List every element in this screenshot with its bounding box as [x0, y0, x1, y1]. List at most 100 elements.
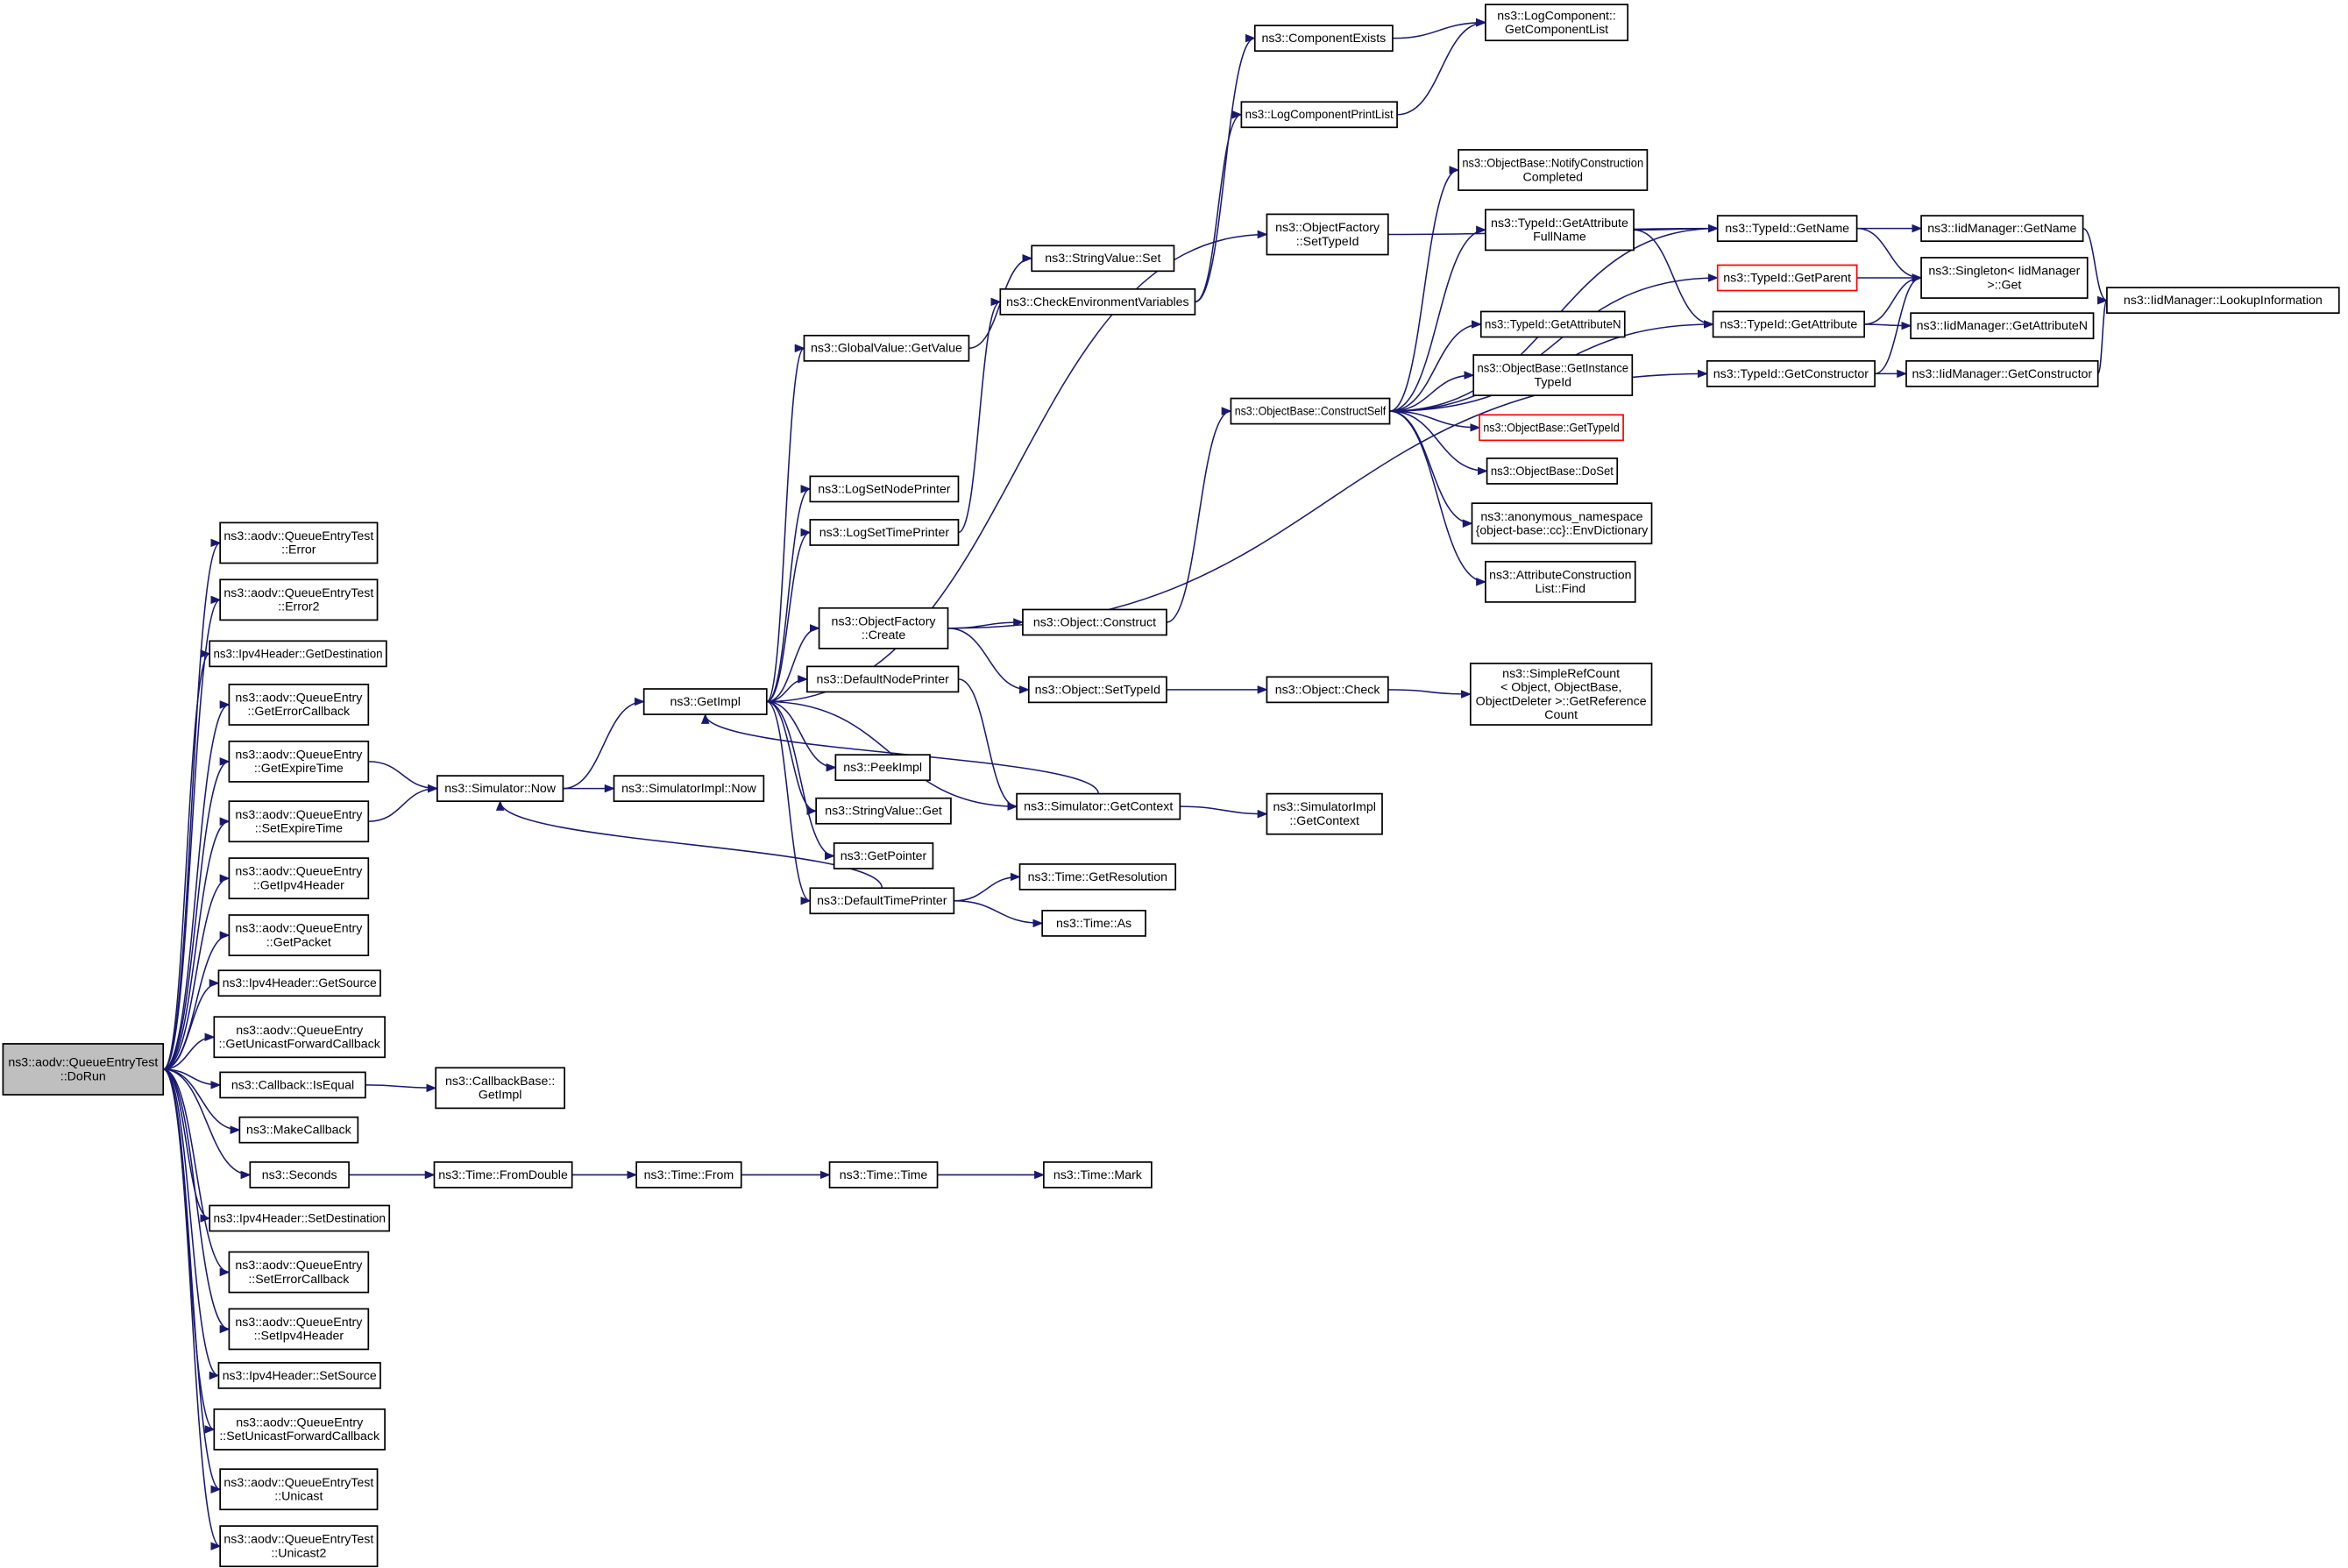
node-timeas[interactable]: ns3::Time::As — [1041, 910, 1146, 937]
node-getcomplist[interactable]: ns3::LogComponent::GetComponentList — [1485, 4, 1629, 42]
node-makecb[interactable]: ns3::MakeCallback — [238, 1116, 359, 1144]
node-dorun[interactable]: ns3::aodv::QueueEntryTest::DoRun — [2, 1043, 165, 1096]
node-box — [1266, 213, 1389, 256]
node-label: ns3::aodv::QueueEntry — [235, 865, 363, 879]
node-svget[interactable]: ns3::StringValue::Get — [815, 797, 952, 825]
node-label: ns3::aodv::QueueEntry — [235, 748, 363, 762]
node-box — [219, 521, 379, 564]
node-box — [818, 607, 949, 649]
node-box — [2106, 287, 2340, 315]
node-unicast[interactable]: ns3::aodv::QueueEntryTest::Unicast — [219, 1468, 379, 1511]
node-label: ::GetExpireTime — [254, 762, 344, 776]
node-getexpire[interactable]: ns3::aodv::QueueEntry::GetExpireTime — [228, 740, 370, 783]
node-obdoset[interactable]: ns3::ObjectBase::DoSet — [1486, 458, 1619, 485]
node-label: ns3::Time::From — [644, 1168, 734, 1182]
node-lookupinfo[interactable]: ns3::IidManager::LookupInformation — [2106, 287, 2340, 315]
edge-logcompprint-to-getcomplist — [1397, 18, 1487, 116]
node-fromdouble[interactable]: ns3::Time::FromDouble — [433, 1161, 573, 1188]
node-box — [219, 1468, 379, 1511]
node-objsettypeid[interactable]: ns3::Object::SetTypeId — [1027, 676, 1167, 704]
node-box — [635, 1161, 742, 1188]
node-peekimpl[interactable]: ns3::PeekImpl — [834, 754, 931, 782]
node-simimplnow[interactable]: ns3::SimulatorImpl::Now — [613, 775, 765, 803]
node-getucfcb[interactable]: ns3::aodv::QueueEntry::GetUnicastForward… — [213, 1016, 386, 1059]
node-label: FullName — [1533, 231, 1586, 245]
node-seterrcb[interactable]: ns3::aodv::QueueEntry::SetErrorCallback — [228, 1251, 370, 1294]
node-unicast2[interactable]: ns3::aodv::QueueEntryTest::Unicast2 — [219, 1525, 379, 1568]
node-notifycc[interactable]: ns3::ObjectBase::NotifyConstructionCompl… — [1458, 149, 1649, 191]
node-error2[interactable]: ns3::aodv::QueueEntryTest::Error2 — [219, 578, 379, 621]
node-label: ns3::anonymous_namespace — [1480, 510, 1642, 524]
nodes-layer: ns3::aodv::QueueEntryTest::DoRunns3::aod… — [2, 4, 2340, 1568]
node-envdict[interactable]: ns3::anonymous_namespace{object-base::cc… — [1471, 502, 1653, 545]
node-ofcreate[interactable]: ns3::ObjectFactory::Create — [818, 607, 949, 649]
node-label: ::SetIpv4Header — [254, 1330, 344, 1344]
node-getipv4hdr[interactable]: ns3::aodv::QueueEntry::GetIpv4Header — [228, 857, 370, 900]
node-label: ns3::TypeId::GetName — [1725, 222, 1849, 236]
node-label: ::SetExpireTime — [255, 822, 343, 836]
node-timetime[interactable]: ns3::Time::Time — [828, 1161, 939, 1188]
node-label: Completed — [1522, 170, 1583, 184]
node-compexists[interactable]: ns3::ComponentExists — [1253, 25, 1394, 53]
node-objconstruct[interactable]: ns3::Object::Construct — [1022, 608, 1167, 636]
node-ipv4getdest[interactable]: ns3::Ipv4Header::GetDestination — [209, 640, 387, 668]
node-simplerefcount[interactable]: ns3::SimpleRefCount< Object, ObjectBase,… — [1469, 663, 1653, 726]
edge-dorun-to-setipv4hdr — [163, 1068, 231, 1334]
node-defnodeprinter[interactable]: ns3::DefaultNodePrinter — [806, 665, 960, 693]
node-box — [228, 684, 370, 726]
node-timegetres[interactable]: ns3::Time::GetResolution — [1018, 863, 1177, 890]
node-deftimeprinter[interactable]: ns3::DefaultTimePrinter — [809, 887, 955, 915]
edge-ofcreate-to-objsettypeid — [947, 628, 1030, 694]
node-ipv4getsrc[interactable]: ns3::Ipv4Header::GetSource — [217, 969, 381, 997]
edge-getimpl-to-lognodeprinter — [766, 485, 812, 703]
node-geterrcb[interactable]: ns3::aodv::QueueEntry::GetErrorCallback — [228, 684, 370, 726]
node-timemark[interactable]: ns3::Time::Mark — [1043, 1161, 1153, 1188]
node-tidgetattrn[interactable]: ns3::TypeId::GetAttributeN — [1479, 310, 1626, 338]
node-setexpire[interactable]: ns3::aodv::QueueEntry::SetExpireTime — [228, 800, 370, 843]
node-tidgetname[interactable]: ns3::TypeId::GetName — [1716, 215, 1858, 243]
node-objcheck[interactable]: ns3::Object::Check — [1266, 676, 1389, 704]
node-simgetctx[interactable]: ns3::Simulator::GetContext — [1016, 792, 1181, 820]
node-error[interactable]: ns3::aodv::QueueEntryTest::Error — [219, 521, 379, 564]
node-setucfcb[interactable]: ns3::aodv::QueueEntry::SetUnicastForward… — [213, 1408, 386, 1451]
node-ipv4setsrc[interactable]: ns3::Ipv4Header::SetSource — [217, 1361, 381, 1389]
node-cbbaseimpl[interactable]: ns3::CallbackBase::GetImpl — [435, 1067, 565, 1110]
node-iidgetname[interactable]: ns3::IidManager::GetName — [1920, 215, 2084, 243]
node-ipv4setdest[interactable]: ns3::Ipv4Header::SetDestination — [209, 1204, 391, 1232]
node-lognodeprinter[interactable]: ns3::LogSetNodePrinter — [809, 475, 960, 503]
node-constructself[interactable]: ns3::ObjectBase::ConstructSelf — [1230, 397, 1391, 425]
node-singletonget[interactable]: ns3::Singleton< IidManager>::Get — [1920, 257, 2089, 299]
node-tidgetparent[interactable]: ns3::TypeId::GetParent — [1716, 264, 1858, 292]
node-ofsettypeid[interactable]: ns3::ObjectFactory::SetTypeId — [1266, 213, 1389, 256]
node-getpointer[interactable]: ns3::GetPointer — [833, 842, 934, 869]
edge-simnow-to-getimpl — [563, 697, 645, 790]
node-logcompprint[interactable]: ns3::LogComponentPrintList — [1240, 101, 1398, 129]
node-svset[interactable]: ns3::StringValue::Set — [1031, 245, 1175, 273]
node-simnow[interactable]: ns3::Simulator::Now — [436, 775, 564, 803]
node-label: TypeId — [1534, 375, 1571, 389]
node-getimpl[interactable]: ns3::GetImpl — [642, 688, 768, 715]
node-logtimeprinter[interactable]: ns3::LogSetTimePrinter — [809, 519, 960, 546]
node-tidgetctor[interactable]: ns3::TypeId::GetConstructor — [1706, 359, 1876, 387]
node-label: Count — [1544, 708, 1578, 722]
node-label: ns3::ObjectBase::GetInstance — [1477, 362, 1628, 376]
node-label: ns3::ObjectFactory — [832, 614, 937, 628]
node-getpacket[interactable]: ns3::aodv::QueueEntry::GetPacket — [228, 914, 370, 956]
node-setipv4hdr[interactable]: ns3::aodv::QueueEntry::SetIpv4Header — [228, 1308, 370, 1351]
node-label: ns3::IidManager::GetConstructor — [1912, 367, 2093, 381]
node-iidgetattrn[interactable]: ns3::IidManager::GetAttributeN — [1910, 312, 2095, 340]
node-timefrom[interactable]: ns3::Time::From — [635, 1161, 742, 1188]
node-obgettypeid[interactable]: ns3::ObjectBase::GetTypeId — [1479, 414, 1624, 442]
node-checkenv[interactable]: ns3::CheckEnvironmentVariables — [999, 287, 1196, 316]
edge-constructself-to-obgettypeid — [1389, 410, 1481, 432]
node-tidgetattr[interactable]: ns3::TypeId::GetAttribute — [1712, 310, 1865, 338]
node-iidgetctor[interactable]: ns3::IidManager::GetConstructor — [1905, 359, 2099, 387]
node-label: ns3::Callback::IsEqual — [231, 1078, 354, 1092]
node-gvgetvalue[interactable]: ns3::GlobalValue::GetValue — [803, 334, 970, 362]
node-simimplgetctx[interactable]: ns3::SimulatorImpl::GetContext — [1266, 792, 1383, 835]
node-seconds[interactable]: ns3::Seconds — [249, 1161, 350, 1188]
node-isequal[interactable]: ns3::Callback::IsEqual — [219, 1071, 366, 1099]
